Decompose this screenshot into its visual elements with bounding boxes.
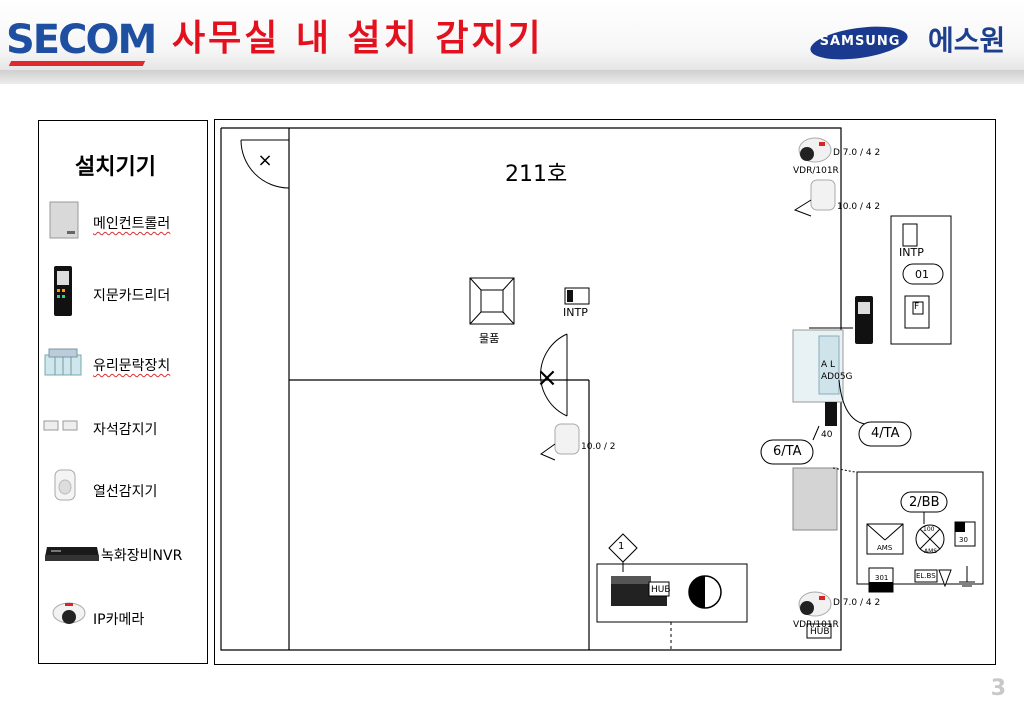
hub-nvr-label: HUB (651, 585, 671, 595)
page-number: 3 (990, 676, 1006, 701)
legend-label: 열선감지기 (93, 484, 158, 500)
floor-plan: × × (214, 119, 996, 665)
ip-camera-icon (52, 602, 86, 624)
zone-01-label: 01 (915, 268, 929, 281)
legend-label: 유리문락장치 (93, 358, 171, 374)
pir-top (793, 179, 836, 217)
legend-item-fingerprint-reader: 지문카드리더 (39, 265, 207, 316)
fingerprint-reader-icon (54, 266, 72, 316)
code-100-label: 100 (923, 526, 935, 533)
magnetic-sensor-icon (43, 420, 78, 431)
room-number: 211호 (505, 162, 568, 187)
legend-item-ip-camera: IP카메라 (39, 597, 207, 637)
equipment-legend: 설치기기 메인컨트롤러 지문카드리더 유리문락장치 자석감지기 (38, 120, 208, 664)
camera-bottom (798, 591, 832, 617)
panel-f-label: F (914, 302, 920, 312)
bb-label: 2/BB (909, 495, 940, 510)
s1-brand-name: 에스원 (928, 24, 1006, 57)
samsung-logo-text: SAMSUNG (819, 34, 901, 49)
storage-label: 물품 (479, 332, 500, 345)
nvr-icon (45, 547, 99, 561)
lock-label: A L (821, 360, 836, 370)
cam-code-bottom: D 7.0 / 4 2 (833, 598, 881, 608)
intp-center-label: INTP (563, 306, 588, 319)
vdr-top-label: VDR/101R (793, 166, 839, 176)
code-301-label: 301 (875, 574, 889, 582)
ams-label: AMS (877, 544, 893, 552)
legend-label: 자석감지기 (93, 422, 158, 438)
elbs-label: EL.BS (916, 572, 936, 580)
legend-label: 지문카드리더 (93, 288, 171, 304)
secom-logo-swoosh (8, 61, 146, 66)
code-30-label: 30 (959, 536, 968, 544)
intp-right-label: INTP (899, 246, 924, 259)
floor-plan-drawing: × × (220, 127, 984, 651)
glass-door-lock-icon (44, 348, 82, 376)
diamond-label: 1 (618, 541, 625, 552)
pir-sensor-icon (54, 469, 76, 501)
camera-top (798, 137, 832, 163)
legend-label: 녹화장비NVR (101, 548, 183, 564)
page-title: 사무실 내 설치 감지기 (172, 18, 544, 59)
ta-4-label: 4/TA (871, 426, 900, 441)
pir-code-center: 10.0 / 2 (581, 442, 616, 452)
ta-6-label: 6/TA (773, 444, 802, 459)
legend-title: 설치기기 (75, 155, 156, 180)
main-controller-icon (49, 201, 79, 239)
legend-item-pir-sensor: 열선감지기 (39, 469, 207, 509)
hub-bottom-label: HUB (810, 627, 830, 637)
ams-small-label: AMS (924, 548, 938, 555)
door-40-label: 40 (821, 430, 833, 440)
header-divider (0, 70, 1024, 84)
secom-logo: SECOM (6, 17, 157, 63)
lock-code-label: AD05G (821, 372, 853, 382)
legend-label: 메인컨트롤러 (93, 216, 171, 232)
pir-center (539, 423, 580, 461)
svg-text:×: × (257, 150, 272, 171)
legend-item-glass-door-lock: 유리문락장치 (39, 343, 207, 383)
pir-code-top: 10.0 / 4 2 (837, 202, 881, 212)
legend-item-main-controller: 메인컨트롤러 (39, 201, 207, 241)
legend-item-magnetic-sensor: 자석감지기 (39, 411, 207, 451)
legend-label: IP카메라 (93, 612, 145, 628)
vdr-bottom-label: VDR/101R (793, 620, 839, 630)
cam-code-top: D 7.0 / 4 2 (833, 148, 881, 158)
legend-item-nvr: 녹화장비NVR (39, 535, 207, 575)
svg-text:×: × (536, 363, 558, 393)
